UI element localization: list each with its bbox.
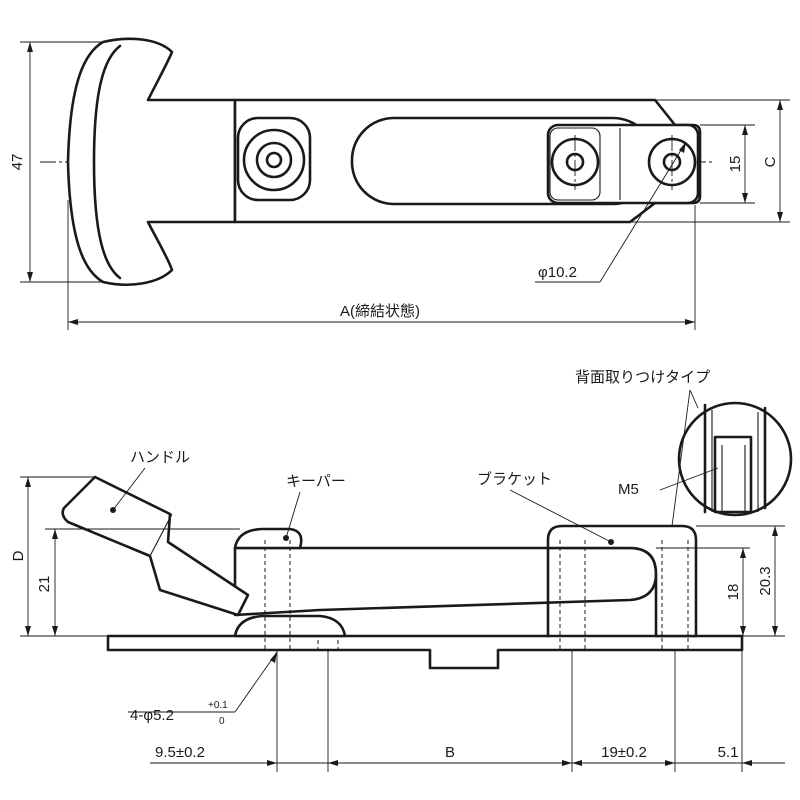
keeper-boss: [236, 116, 312, 202]
hole-spec-tol-upper: +0.1: [208, 700, 228, 711]
dim-9-5-arrow: [267, 760, 277, 766]
handle-label: ハンドル: [130, 449, 190, 466]
hole-spec-label: 4-φ5.2: [130, 707, 174, 724]
detail-circle: [677, 401, 793, 517]
hole-leader-arrow: [679, 142, 686, 153]
m5-label: M5: [618, 481, 639, 498]
dim-18-arrow-bottom: [740, 626, 746, 636]
detail-ref-leader: [671, 389, 691, 527]
keeper-boss-ring: [242, 128, 306, 192]
dim-5-1-label: 5.1: [718, 744, 739, 761]
dim-15-arrow-top: [742, 125, 748, 135]
hole-spec-arrow: [270, 652, 277, 663]
dim-d-arrow-top: [25, 477, 31, 487]
dim-5-1-arrow: [742, 760, 752, 766]
dim-c-label: C: [762, 156, 779, 167]
dim-d-label: D: [10, 550, 27, 561]
dim-20-3-label: 20.3: [757, 566, 774, 595]
dim-15-arrow-bottom: [742, 193, 748, 203]
keeper-hole-outer: [255, 141, 293, 179]
dim-20-3-arrow-top: [772, 526, 778, 536]
back-mount-label: 背面取りつけタイプ: [575, 369, 710, 386]
dim-a-label: A(締結状態): [340, 303, 420, 320]
handle-leader: [112, 467, 146, 511]
hook-outer: [66, 37, 237, 286]
dim-c-arrow-top: [777, 100, 783, 110]
dim-b-label: B: [445, 744, 455, 761]
bracket-block: [549, 127, 601, 201]
dim-47-arrow-top: [27, 42, 33, 52]
back-mount-leader: [689, 389, 699, 409]
latch-loop: [233, 546, 658, 617]
dim-b-arrow-left: [328, 760, 338, 766]
keeper-label: キーパー: [286, 473, 346, 490]
hole-diameter-label: φ10.2: [538, 264, 577, 281]
keeper: [233, 527, 303, 550]
side-view: ハンドル キーパー ブラケット 背面取りつけタイプ M5 D 21: [10, 369, 793, 772]
dim-19-label: 19±0.2: [601, 744, 647, 761]
keeper-hole-inner: [265, 151, 283, 169]
dim-21-label: 21: [36, 576, 53, 593]
bracket-plate: [546, 123, 700, 205]
top-view: 47 15 C φ10.2 A(締結状態): [9, 37, 790, 330]
hole-leader: [599, 141, 687, 283]
dim-15-label: 15: [727, 156, 744, 173]
dim-47-arrow-bottom: [27, 272, 33, 282]
dim-19-arrow-left: [572, 760, 582, 766]
dim-47-label: 47: [9, 154, 26, 171]
bracket-label: ブラケット: [477, 470, 552, 488]
bracket: [546, 524, 698, 638]
keeper-leader: [285, 491, 301, 539]
detail-stud: [713, 435, 753, 514]
bracket-leader: [509, 489, 612, 543]
dim-9-5-label: 9.5±0.2: [155, 744, 205, 761]
dim-18-label: 18: [725, 584, 742, 601]
hook-inner: [92, 44, 122, 280]
dim-d-arrow-bottom: [25, 626, 31, 636]
dim-a-arrow-left: [68, 319, 78, 325]
dim-20-3-arrow-bottom: [772, 626, 778, 636]
dim-c-arrow-bottom: [777, 212, 783, 222]
dim-19-arrow-right: [665, 760, 675, 766]
dim-21-arrow-top: [52, 529, 58, 539]
handle-grip-line: [149, 513, 173, 557]
hole-spec-tol-lower: 0: [219, 716, 225, 727]
dim-18-arrow-top: [740, 548, 746, 558]
m5-leader: [659, 467, 719, 491]
dim-b-arrow-right: [562, 760, 572, 766]
base-plate: [106, 634, 744, 670]
dim-a-arrow-right: [685, 319, 695, 325]
hole-spec-leader: [234, 651, 278, 713]
dim-21-arrow-bottom: [52, 626, 58, 636]
